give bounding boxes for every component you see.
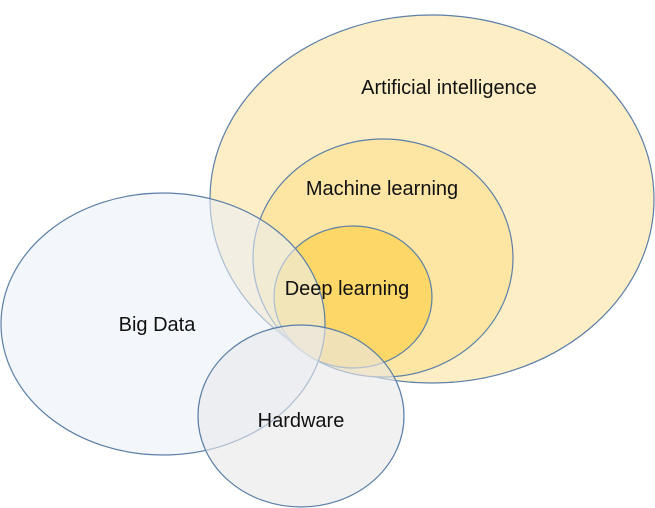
ml-label: Machine learning [306,178,458,200]
hardware-ellipse [197,324,405,508]
dl-label: Deep learning [285,278,410,300]
ai-label: Artificial intelligence [361,77,537,99]
big-data-label: Big Data [119,314,197,336]
hardware-label: Hardware [258,410,345,432]
